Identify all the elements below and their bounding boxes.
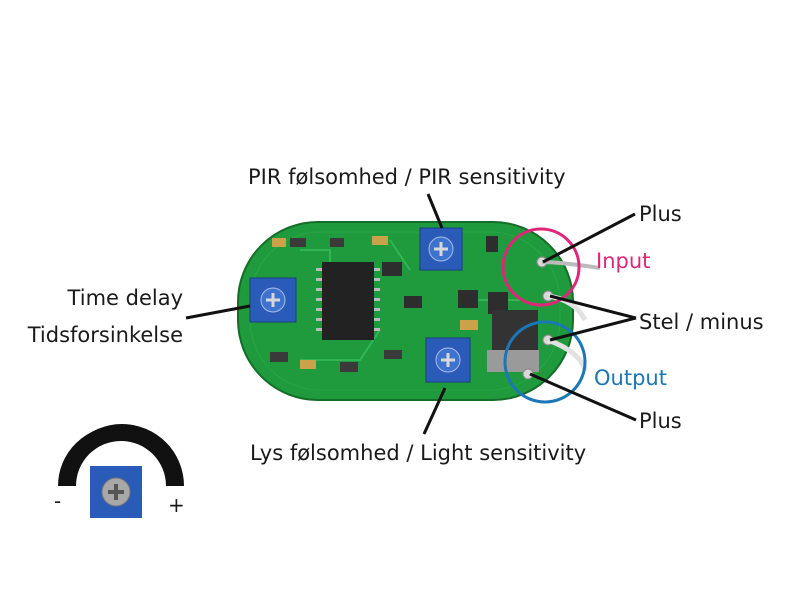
minus-sign: -: [54, 489, 61, 513]
pir-callout-line: [426, 193, 444, 229]
regulator: [492, 310, 538, 352]
smd-components: [270, 236, 508, 372]
plus-top-callout-line: [542, 212, 636, 264]
stel-callout-line-a: [549, 294, 637, 320]
output-ring: [503, 320, 587, 404]
stel-callout-line-b: [549, 316, 637, 342]
trimmer-pir: [419, 227, 463, 271]
light-sensitivity-label: Lys følsomhed / Light sensitivity: [250, 441, 586, 465]
trimmer-time-delay: [249, 277, 297, 323]
plus-top-label: Plus: [639, 202, 682, 226]
trimmer-light: [425, 337, 471, 383]
time-delay-callout-line: [185, 304, 251, 320]
input-ring: [501, 227, 581, 307]
plus-bottom-callout-line: [529, 372, 637, 422]
stel-minus-label: Stel / minus: [639, 310, 764, 334]
light-callout-line: [422, 387, 447, 435]
ic-chip: [322, 262, 374, 340]
pir-sensitivity-label: PIR følsomhed / PIR sensitivity: [248, 165, 566, 189]
plus-bottom-label: Plus: [639, 409, 682, 433]
pcb-board: [237, 221, 601, 401]
rotation-legend: - +: [54, 424, 185, 518]
output-label: Output: [594, 366, 667, 390]
input-label: Input: [596, 249, 650, 273]
rotation-arc-icon: [60, 424, 184, 486]
callout-lines: [185, 193, 637, 435]
tidsforsinkelse-label: Tidsforsinkelse: [27, 323, 183, 347]
plus-sign: +: [168, 493, 185, 517]
time-delay-label: Time delay: [67, 286, 183, 310]
